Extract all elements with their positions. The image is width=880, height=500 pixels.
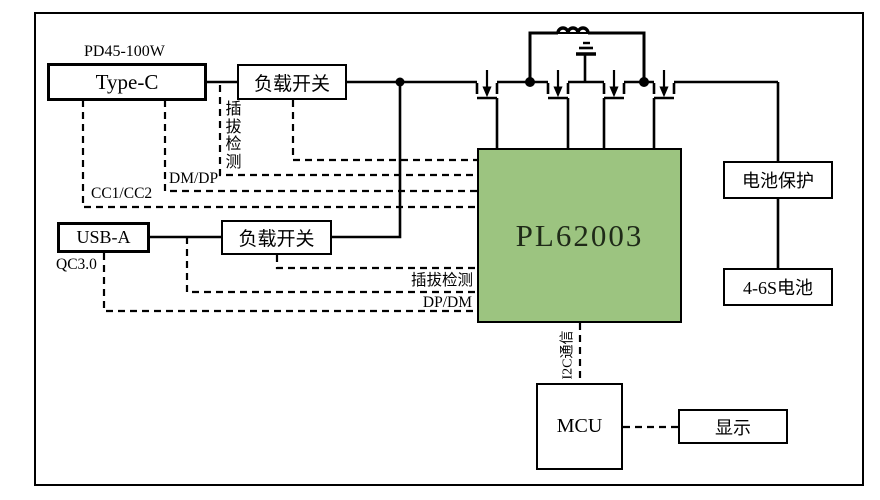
pd-power-label: PD45-100W [84, 43, 165, 60]
battery-protection-box: 电池保护 [723, 161, 833, 199]
load-switch-bottom-box: 负载开关 [221, 220, 332, 255]
qc3-label: QC3.0 [56, 256, 97, 273]
cc1-cc2-label: CC1/CC2 [91, 185, 153, 202]
mosfet-3-icon [602, 70, 626, 149]
plug-detect-top-label: 插拔检测 [225, 101, 242, 171]
usb-a-box: USB-A [57, 222, 150, 253]
diagram-border [34, 12, 864, 486]
load-switch-top-box: 负载开关 [237, 64, 347, 100]
mosfet-1-icon [475, 70, 499, 149]
solid-wires [150, 80, 780, 268]
battery-box: 4-6S电池 [723, 268, 833, 306]
inductor-icon [528, 26, 646, 82]
type-c-box: Type-C [47, 63, 207, 101]
dp-dm-label: DP/DM [422, 294, 472, 311]
mcu-box: MCU [536, 383, 623, 470]
dashed-wires [81, 85, 678, 429]
dm-dp-label: DM/DP [169, 170, 219, 187]
ground-icon [576, 41, 596, 83]
mosfet-2-icon [546, 70, 570, 149]
pl62003-chip: PL62003 [477, 148, 682, 323]
mosfet-4-icon [652, 70, 676, 149]
i2c-label: I2C通信 [560, 330, 576, 380]
junction-dots [395, 77, 649, 87]
plug-detect-bottom-label: 插拔检测 [410, 272, 473, 289]
display-box: 显示 [678, 409, 788, 444]
